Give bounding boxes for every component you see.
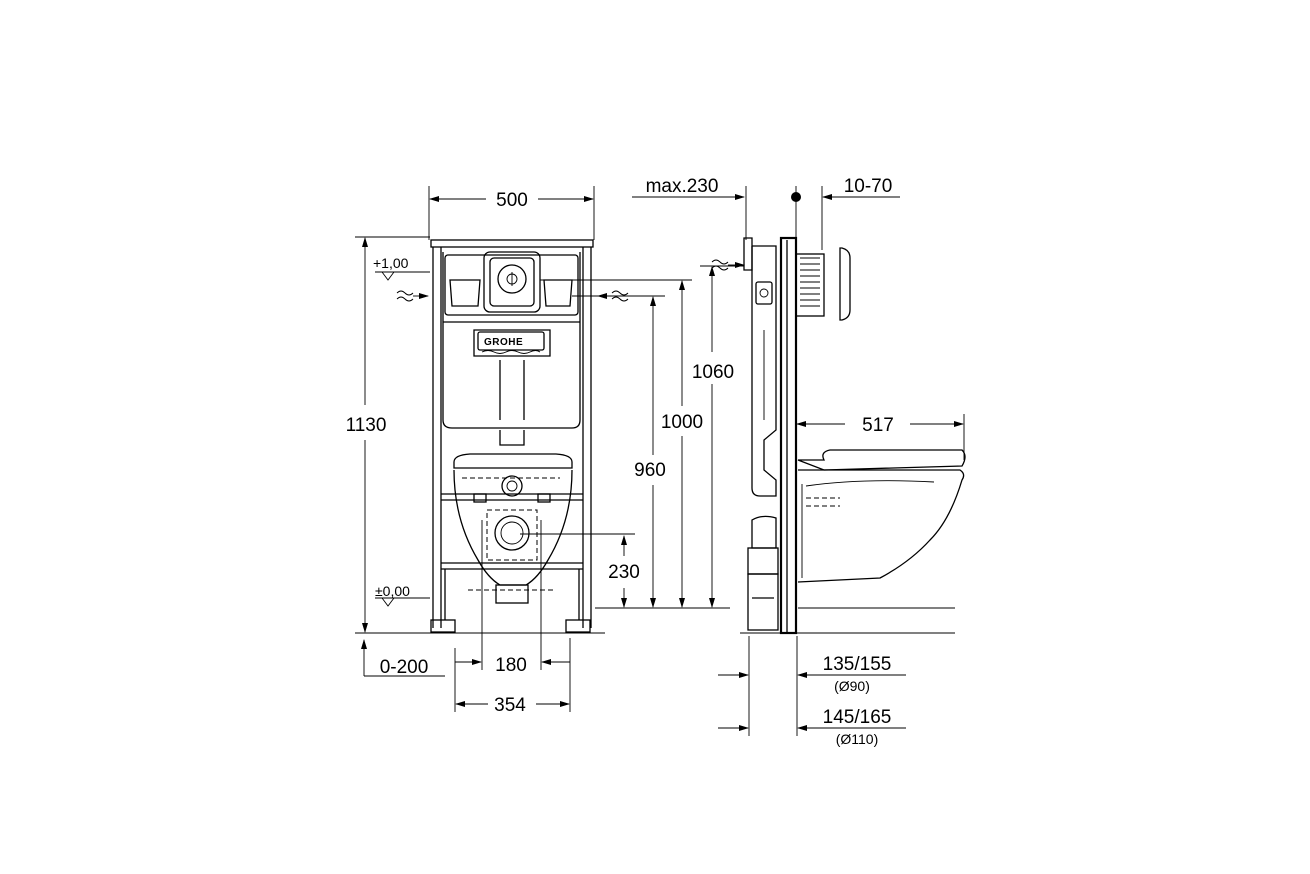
water-inlet-left bbox=[396, 290, 429, 302]
dim-outlet-b-pipe-label: (Ø110) bbox=[836, 731, 879, 747]
dim-bolt-spacing bbox=[455, 520, 570, 670]
dim-outlet-a-pipe-label: (Ø90) bbox=[834, 678, 870, 694]
dim-frame-height-label: 1060 bbox=[692, 362, 734, 383]
dim-bowl-projection-label: 517 bbox=[862, 415, 894, 436]
dim-plate-depth-label: 10-70 bbox=[844, 176, 893, 197]
dim-frame-height bbox=[700, 265, 744, 608]
grohe-logo: GROHE bbox=[484, 337, 523, 348]
level-zero-label: ±0,00 bbox=[375, 583, 410, 599]
dim-plate-offset bbox=[632, 186, 747, 240]
dim-width bbox=[428, 186, 595, 240]
wc-bowl-side bbox=[797, 449, 966, 583]
cistern bbox=[442, 251, 581, 446]
dim-bolt-spacing-label: 180 bbox=[495, 655, 527, 676]
dim-flush-height-label: 1000 bbox=[661, 412, 703, 433]
side-view: max.230 10-70 1060 517 bbox=[632, 176, 966, 747]
dim-width-label: 500 bbox=[496, 190, 528, 211]
dim-plate-offset-label: max.230 bbox=[646, 176, 719, 197]
dim-plate-depth bbox=[791, 186, 900, 250]
side-frame bbox=[711, 236, 851, 635]
dim-height-total-label: 1130 bbox=[346, 415, 387, 436]
level-marker-top bbox=[375, 271, 430, 281]
dim-outlet-height bbox=[520, 533, 635, 608]
dim-outlet-a-label: 135/155 bbox=[823, 654, 892, 675]
dim-inlet-height-label: 960 bbox=[634, 460, 666, 481]
level-top-label: +1,00 bbox=[373, 255, 409, 271]
dim-bowl-projection bbox=[796, 414, 965, 460]
dim-outlet-height-label: 230 bbox=[608, 562, 640, 583]
dim-flush-height bbox=[540, 279, 692, 608]
dim-height-total bbox=[355, 236, 430, 633]
front-view: GROHE bbox=[346, 186, 730, 716]
dim-floor-adjust-label: 0-200 bbox=[380, 657, 429, 678]
frame bbox=[430, 239, 594, 633]
dim-leg-spacing bbox=[455, 638, 571, 712]
dim-outlet-offsets bbox=[718, 636, 906, 736]
dim-inlet-height bbox=[572, 295, 665, 608]
dim-outlet-b-label: 145/165 bbox=[823, 707, 892, 728]
level-marker-zero bbox=[375, 597, 430, 607]
wc-bowl-front bbox=[453, 453, 573, 604]
dim-leg-spacing-label: 354 bbox=[494, 695, 526, 716]
